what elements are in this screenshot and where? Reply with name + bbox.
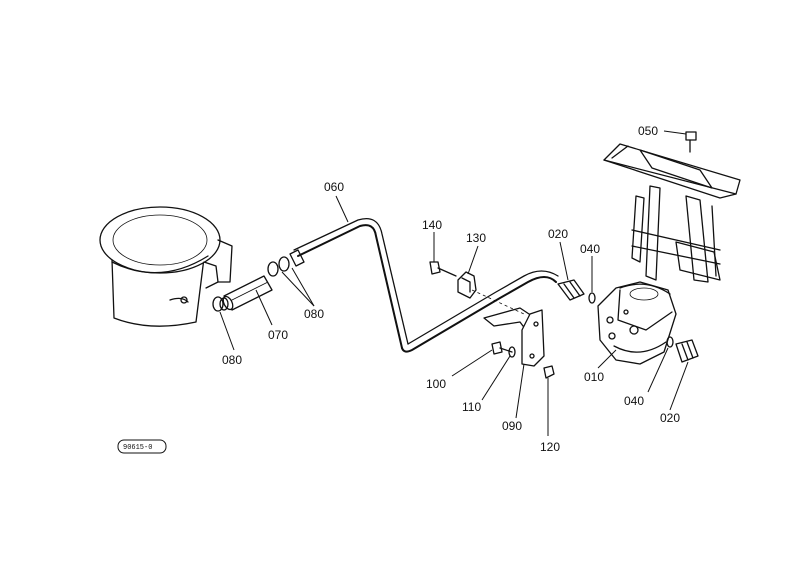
- callout-100: 100: [426, 377, 446, 391]
- bolt-100: [491, 341, 513, 355]
- callout-020-bottom: 020: [660, 411, 680, 425]
- clamp-080-left: [212, 296, 229, 312]
- callout-070: 070: [268, 328, 288, 342]
- callout-010: 010: [584, 370, 604, 384]
- callout-060: 060: [324, 180, 344, 194]
- callout-080-right: 080: [304, 307, 324, 321]
- hose-stub: [289, 249, 305, 267]
- clamp-130: [457, 271, 477, 299]
- fitting-020-top: [557, 279, 585, 301]
- washer-110: [508, 346, 516, 358]
- drawing-code: 90615-0: [123, 444, 152, 452]
- oil-tank: [99, 206, 233, 327]
- callout-050: 050: [638, 124, 658, 138]
- steering-support: [603, 143, 741, 283]
- pipe-060: [293, 217, 559, 353]
- bolt-140: [429, 261, 457, 277]
- nut-120: [543, 365, 555, 379]
- callout-140: 140: [422, 218, 442, 232]
- drawing-code-stamp: 90615-0: [117, 439, 167, 454]
- oring-040-bottom: [666, 336, 674, 348]
- callout-120: 120: [540, 440, 560, 454]
- leader-lines: [219, 130, 689, 436]
- callout-080-left: 080: [222, 353, 242, 367]
- callout-020-top: 020: [548, 227, 568, 241]
- bolt-050: [685, 131, 697, 153]
- bracket-090: [483, 307, 545, 367]
- hose-070: [222, 275, 273, 311]
- callout-040-bottom: 040: [624, 394, 644, 408]
- callout-090: 090: [502, 419, 522, 433]
- callout-130: 130: [466, 231, 486, 245]
- clamp-080-right: [267, 256, 290, 277]
- callout-labels: 060 140 130 020 040 050 070 080 080 100 …: [222, 124, 680, 454]
- fitting-020-bottom: [675, 339, 699, 363]
- oring-040-top: [588, 292, 596, 304]
- callout-040-top: 040: [580, 242, 600, 256]
- callout-110: 110: [462, 400, 481, 414]
- steering-unit-010: [597, 281, 677, 365]
